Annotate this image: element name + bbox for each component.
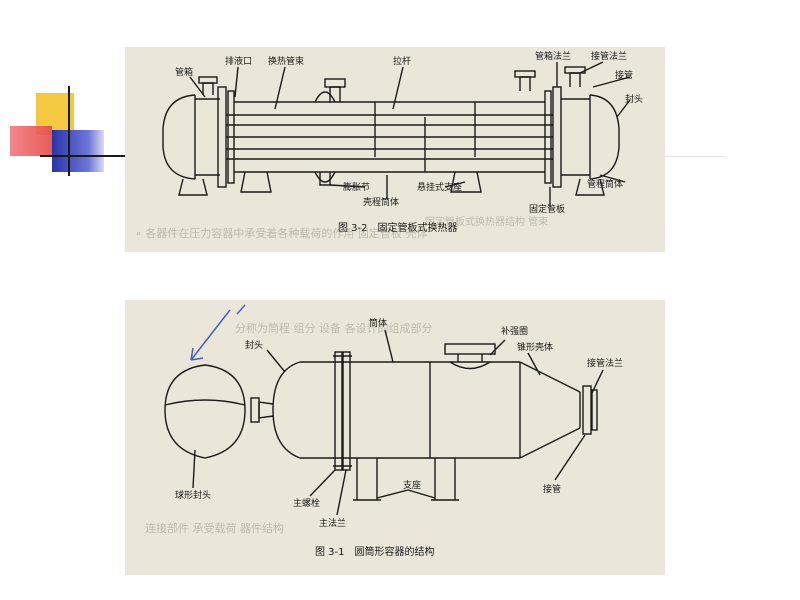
label-nozzle-flange: 接管法兰 — [587, 357, 623, 369]
label-expansion-joint: 膨胀节 — [343, 181, 370, 193]
figure-cylindrical-vessel: 分称为筒程 组分 设备 各设计的组成部分 连接部件 承受载荷 器件结构 — [125, 300, 665, 575]
label-drain: 排液口 — [225, 55, 252, 67]
label-tube-box: 管箱 — [175, 66, 193, 78]
svg-text:连接部件 承受载荷 器件结构: 连接部件 承受载荷 器件结构 — [145, 521, 284, 535]
label-head: 封头 — [625, 93, 643, 105]
label-cone-shell: 锥形壳体 — [517, 341, 553, 353]
label-main-flange: 主法兰 — [319, 517, 346, 529]
figure-heat-exchanger: ∘ 各器件在压力容器中承受着各种载荷的作用 固定管板 壳体 固定管板式换热器结构… — [125, 47, 665, 252]
label-reinforcing-ring: 补强圈 — [501, 325, 528, 337]
caption-top: 图 3-2 固定管板式换热器 — [338, 221, 458, 234]
label-support: 支座 — [403, 479, 421, 491]
svg-text:固定管板式换热器结构 管束: 固定管板式换热器结构 管束 — [425, 215, 548, 228]
label-nozzle: 接管 — [543, 483, 561, 495]
label-nozzle-flange: 接管法兰 — [591, 50, 627, 62]
svg-text:分称为筒程 组分 设备 各设计的组成部分: 分称为筒程 组分 设备 各设计的组成部分 — [235, 321, 433, 335]
label-heat-tubes: 换热管束 — [268, 55, 304, 67]
svg-text:∘ 各器件在压力容器中承受着各种载荷的作用 固定管板 壳体: ∘ 各器件在压力容器中承受着各种载荷的作用 固定管板 壳体 — [135, 226, 427, 240]
deco-blue-square — [52, 130, 104, 172]
label-tie-rod: 拉杆 — [393, 55, 411, 67]
label-head: 封头 — [245, 339, 263, 351]
label-shell: 壳程筒体 — [363, 196, 399, 208]
label-cylinder: 筒体 — [369, 317, 387, 329]
label-spherical-head: 球形封头 — [175, 489, 211, 501]
heat-exchanger-drawing: ∘ 各器件在压力容器中承受着各种载荷的作用 固定管板 壳体 固定管板式换热器结构… — [135, 50, 643, 240]
label-tube-flange: 管箱法兰 — [535, 50, 571, 62]
deco-red-square — [10, 126, 52, 156]
cylindrical-vessel-drawing: 分称为筒程 组分 设备 各设计的组成部分 连接部件 承受载荷 器件结构 — [145, 304, 623, 558]
caption-bottom: 图 3-1 圆筒形容器的结构 — [315, 545, 435, 558]
label-support: 悬挂式支座 — [417, 181, 462, 193]
label-shell-cylinder: 管程筒体 — [587, 178, 623, 190]
label-main-bolt: 主螺栓 — [293, 497, 320, 509]
deco-horizontal-line — [40, 155, 126, 157]
label-fixed-tubesheet: 固定管板 — [529, 203, 565, 215]
label-nozzle: 接管 — [615, 69, 633, 81]
deco-vertical-line — [68, 86, 70, 176]
